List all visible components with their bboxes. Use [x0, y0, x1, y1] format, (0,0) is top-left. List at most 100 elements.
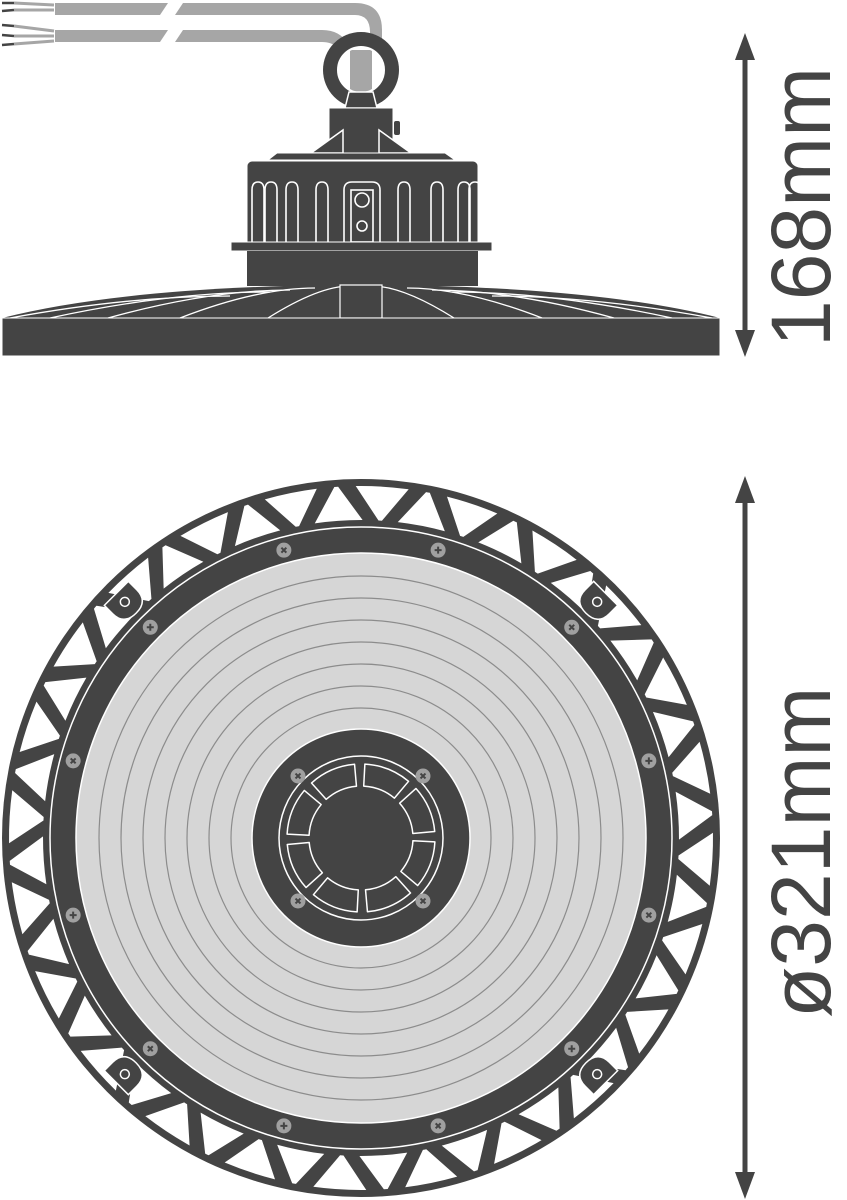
- mounting-tabs: [103, 580, 619, 1096]
- housing-fin: [468, 181, 482, 242]
- fin-window: [43, 677, 87, 721]
- arrow-down-icon: [735, 1172, 755, 1199]
- screw-icon: [65, 753, 81, 769]
- heat-sink: [1, 284, 721, 357]
- fin-window: [224, 1139, 276, 1180]
- dome-fin: [431, 289, 615, 319]
- fin-window: [234, 504, 281, 547]
- fin-window: [11, 882, 50, 935]
- hub-slot: [312, 877, 360, 913]
- dome-fin: [179, 287, 316, 319]
- fin-window: [35, 971, 78, 1019]
- fin-windows: [9, 486, 713, 1190]
- fin-window: [446, 496, 498, 537]
- lens-ring: [164, 641, 558, 1035]
- fin-window: [359, 1152, 408, 1190]
- lens-rings: [98, 575, 624, 1101]
- screw-icon: [290, 768, 306, 784]
- fin-window: [635, 955, 679, 999]
- fin-window: [518, 1087, 560, 1131]
- neck: [308, 107, 414, 159]
- fin-window: [397, 492, 445, 532]
- housing-fin: [251, 181, 265, 242]
- hub-slot: [398, 787, 436, 835]
- cable-upper: [55, 3, 168, 15]
- screw-icon: [142, 1041, 158, 1057]
- center-hub: [251, 728, 471, 948]
- fin-window: [625, 1009, 669, 1054]
- screw-icon: [65, 907, 81, 923]
- screw-icon: [415, 768, 431, 784]
- housing-fin: [285, 181, 299, 242]
- hub-slot: [310, 763, 358, 801]
- screw-icon: [290, 893, 306, 909]
- housing-fins: [251, 181, 482, 242]
- fin-window: [667, 874, 707, 922]
- dome-fin: [406, 287, 543, 319]
- hub-slot: [286, 789, 322, 837]
- driver-housing: [230, 152, 493, 286]
- screw-icon: [564, 1041, 580, 1057]
- connector-panel: [343, 181, 381, 243]
- bottom-view: [2, 479, 720, 1197]
- arrow-up-icon: [735, 33, 755, 60]
- fin-window: [441, 1129, 488, 1172]
- height-dimension: 168mm: [735, 33, 847, 357]
- fin-window: [610, 639, 654, 681]
- fin-window: [478, 520, 522, 564]
- fin-window: [662, 923, 703, 975]
- mounting-tab: [578, 1055, 619, 1096]
- mounting-tab: [103, 580, 144, 621]
- fin-window: [15, 754, 55, 802]
- screw-icon: [641, 753, 657, 769]
- hub-slots: [286, 763, 436, 913]
- fin-window: [9, 836, 47, 885]
- fin-window: [53, 622, 97, 667]
- cable-upper-right: [175, 3, 382, 40]
- cable-lower-right: [175, 30, 348, 48]
- fin-window: [652, 711, 695, 758]
- fin-window: [145, 1102, 190, 1146]
- screw-icon: [564, 619, 580, 635]
- diameter-dimension: ø321mm: [735, 476, 847, 1199]
- fin-window: [162, 545, 204, 589]
- hub-slot: [286, 841, 324, 889]
- arrow-up-icon: [735, 476, 755, 503]
- hub-screws: [290, 768, 431, 909]
- screw-icon: [641, 907, 657, 923]
- fin-window: [675, 791, 713, 840]
- fin-window: [314, 486, 363, 524]
- side-view: [1, 1, 721, 357]
- screw-icon: [430, 542, 446, 558]
- hub-slot: [364, 875, 412, 913]
- fin-window: [678, 832, 713, 886]
- fin-window: [264, 488, 317, 527]
- screw-icon: [430, 1118, 446, 1134]
- screw-icon: [276, 1118, 292, 1134]
- fin-window: [9, 790, 44, 844]
- suspension-eye: [323, 32, 399, 109]
- housing-fin: [430, 181, 444, 242]
- housing-fin: [315, 181, 329, 242]
- housing-fin: [397, 181, 411, 242]
- hub-slot: [362, 763, 410, 799]
- fin-window: [313, 1155, 367, 1190]
- diameter-label: ø321mm: [754, 687, 847, 1018]
- lens-ring: [98, 575, 624, 1101]
- fin-window: [19, 701, 60, 753]
- fin-window: [27, 918, 70, 965]
- fin-window: [644, 657, 687, 705]
- fin-window: [532, 530, 577, 574]
- lens-ring: [208, 685, 514, 991]
- screw-icon: [415, 893, 431, 909]
- housing-fin: [264, 181, 278, 242]
- fin-window: [494, 1121, 542, 1164]
- fin-window: [68, 995, 112, 1037]
- fin-window: [405, 1149, 458, 1188]
- height-label: 168mm: [754, 67, 847, 347]
- mounting-tab: [578, 580, 619, 621]
- fin-window: [672, 741, 711, 794]
- hub-slot: [400, 839, 436, 887]
- bezel-screws: [65, 542, 657, 1134]
